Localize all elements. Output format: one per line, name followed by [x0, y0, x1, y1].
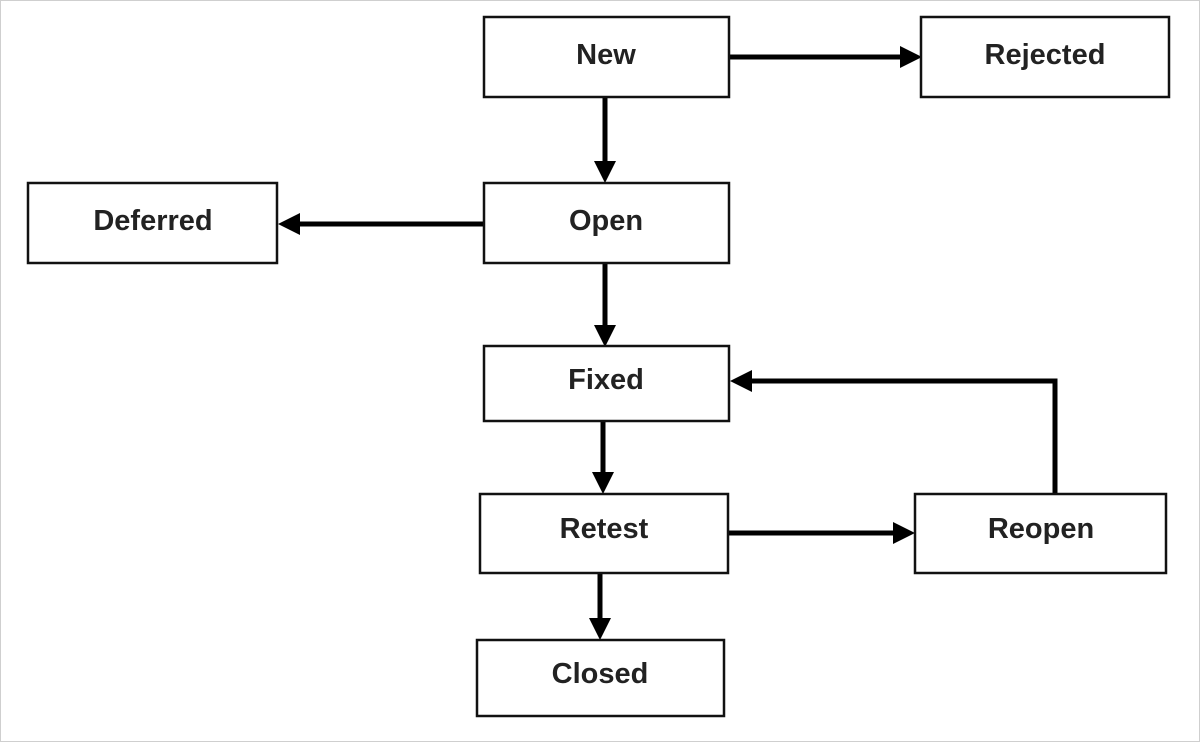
edge-open-to-fixed [594, 263, 616, 347]
nodes: New Rejected Open Deferred Fixed Retest … [26, 15, 1171, 718]
node-fixed-label: Fixed [568, 364, 644, 396]
edge-reopen-to-fixed [730, 370, 1058, 494]
node-retest-label: Retest [560, 513, 649, 545]
node-rejected-label: Rejected [985, 39, 1106, 71]
edge-new-to-rejected [729, 46, 922, 68]
edge-open-to-deferred [278, 213, 485, 235]
edges [278, 46, 1058, 640]
edge-fixed-to-retest [592, 421, 614, 494]
node-deferred: Deferred [26, 181, 279, 265]
node-new-label: New [576, 39, 636, 71]
node-closed-label: Closed [552, 658, 649, 690]
node-reopen-label: Reopen [988, 513, 1094, 545]
edge-retest-to-closed [589, 573, 611, 640]
node-closed: Closed [475, 638, 726, 718]
edge-retest-to-reopen [728, 522, 915, 544]
node-open-label: Open [569, 205, 643, 237]
node-reopen: Reopen [913, 492, 1168, 575]
node-deferred-label: Deferred [93, 205, 212, 237]
edge-new-to-open [594, 97, 616, 183]
node-fixed: Fixed [482, 344, 731, 423]
node-new: New [482, 15, 731, 99]
node-retest: Retest [478, 492, 730, 575]
node-open: Open [482, 181, 731, 265]
node-rejected: Rejected [919, 15, 1171, 99]
